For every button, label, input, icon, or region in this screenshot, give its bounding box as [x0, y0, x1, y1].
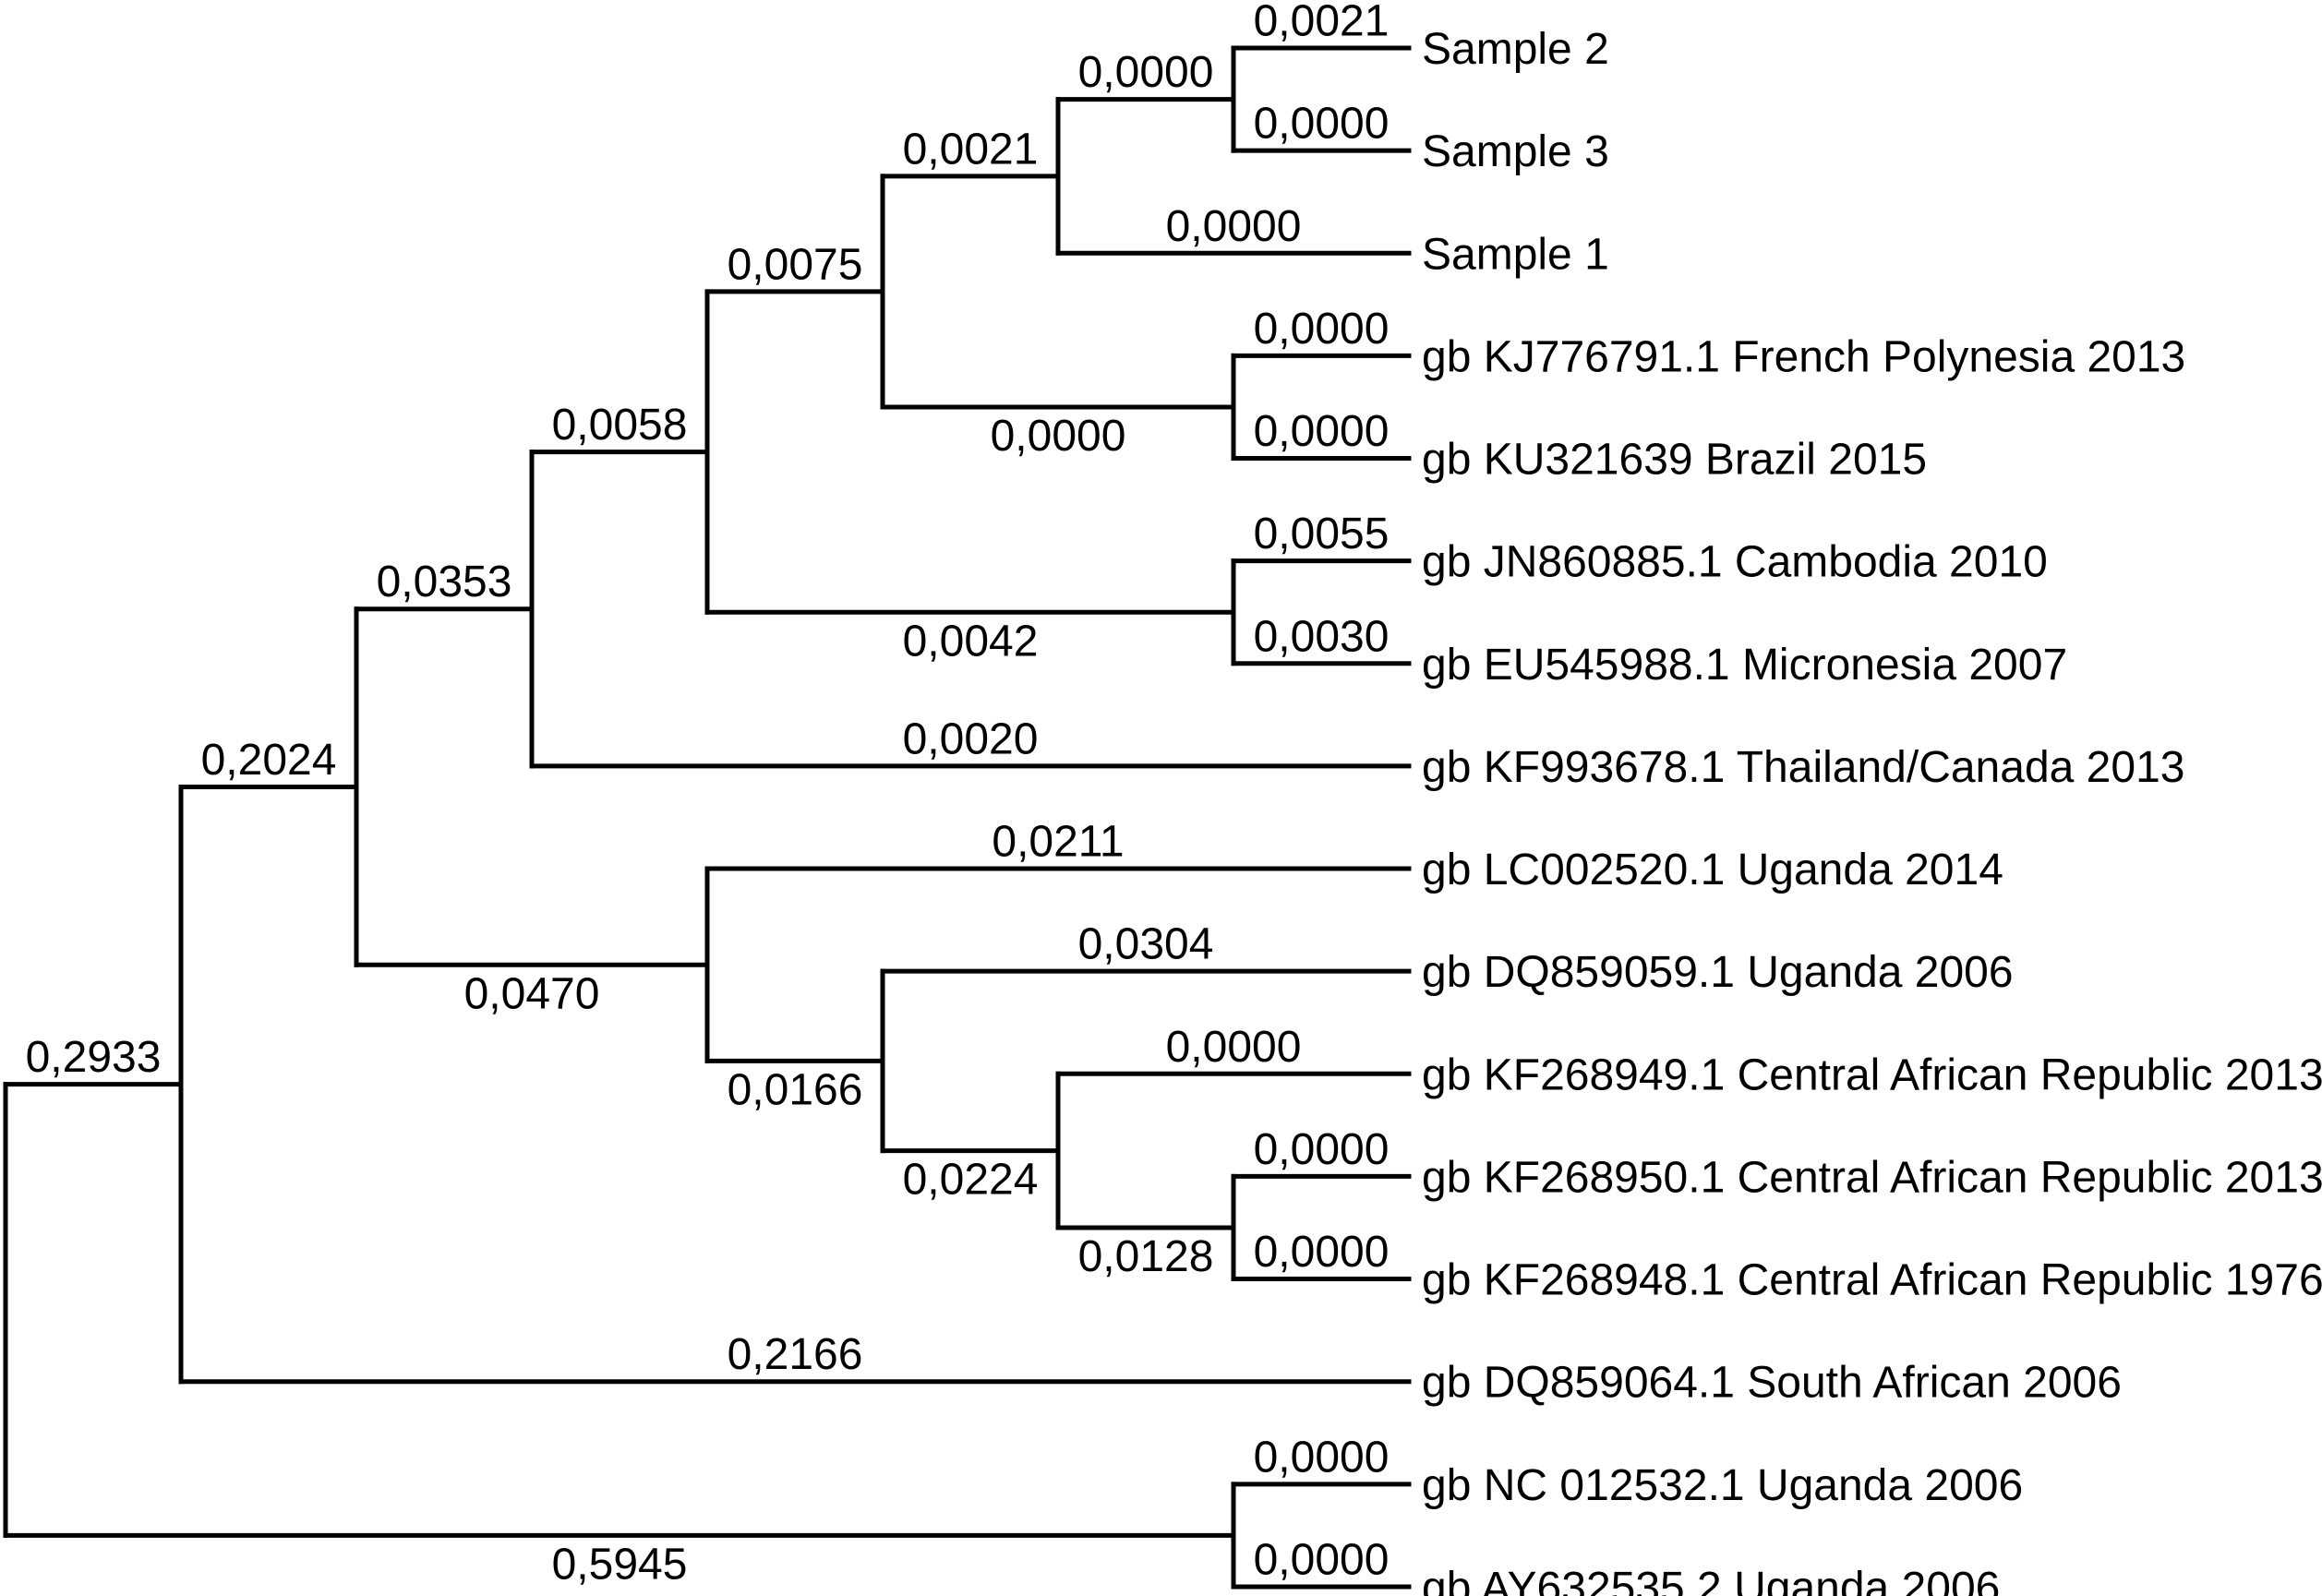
- branch-length-label: 0,0000: [1254, 1433, 1390, 1482]
- taxon-label: Sample 3: [1422, 127, 1609, 176]
- branch-length-label: 0,0000: [991, 412, 1126, 461]
- branch-length-label: 0,0000: [1254, 1535, 1390, 1584]
- taxon-label: Sample 1: [1422, 230, 1609, 279]
- branch-length-label: 0,2024: [201, 736, 337, 785]
- branch-length-label: 0,0000: [1254, 407, 1390, 456]
- branch-length-label: 0,0000: [1078, 48, 1214, 97]
- branch-length-label: 0,0000: [1254, 1125, 1390, 1174]
- taxon-label: gb DQ859059.1 Uganda 2006: [1422, 948, 2014, 997]
- branch-length-label: 0,0353: [377, 558, 512, 606]
- taxon-label: gb KF268950.1 Central African Republic 2…: [1422, 1153, 2322, 1202]
- taxon-label: gb KF268949.1 Central African Republic 2…: [1422, 1050, 2322, 1099]
- branch-length-label: 0,0000: [1166, 202, 1302, 251]
- branch-length-label: 0,2166: [728, 1330, 863, 1379]
- branch-length-label: 0,0211: [992, 818, 1124, 867]
- taxon-label: gb NC 012532.1 Uganda 2006: [1422, 1461, 2023, 1510]
- branch-length-label: 0,0020: [903, 714, 1039, 763]
- branch-length-label: 0,0021: [903, 125, 1039, 174]
- branch-length-label: 0,0021: [1254, 0, 1390, 46]
- branch-length-label: 0,0470: [464, 969, 600, 1018]
- taxon-label: gb EU545988.1 Micronesia 2007: [1422, 641, 2067, 690]
- branch-length-label: 0,2933: [26, 1033, 162, 1082]
- branch-length-label: 0,0055: [1254, 510, 1390, 558]
- branch-length-label: 0,0042: [903, 617, 1039, 666]
- branch-length-label: 0,0304: [1078, 920, 1214, 969]
- taxon-label: gb LC002520.1 Uganda 2014: [1422, 846, 2003, 894]
- branch-length-label: 0,0128: [1078, 1232, 1214, 1281]
- taxon-label: gb KU321639 Brazil 2015: [1422, 436, 1927, 485]
- branch-length-label: 0,5945: [552, 1540, 688, 1589]
- taxon-label: Sample 2: [1422, 25, 1609, 74]
- branch-length-label: 0,0030: [1254, 612, 1390, 661]
- branch-length-label: 0,0075: [728, 240, 863, 289]
- branch-length-label: 0,0058: [552, 401, 688, 450]
- taxon-label: gb DQ859064.1 South African 2006: [1422, 1359, 2122, 1408]
- taxon-label: gb KF268948.1 Central African Republic 1…: [1422, 1256, 2322, 1305]
- branch-length-label: 0,0000: [1254, 1228, 1390, 1277]
- taxon-label: gb KJ776791.1 French Polynesia 2013: [1422, 332, 2185, 381]
- branch-length-label: 0,0000: [1166, 1023, 1302, 1072]
- taxon-label: gb KF993678.1 Thailand/Canada 2013: [1422, 743, 2184, 792]
- branch-length-label: 0,0166: [728, 1066, 863, 1115]
- taxon-label: gb JN860885.1 Cambodia 2010: [1422, 538, 2048, 587]
- branch-length-label: 0,0000: [1254, 100, 1390, 149]
- branch-length-label: 0,0224: [903, 1156, 1039, 1205]
- branch-length-label: 0,0000: [1254, 305, 1390, 354]
- taxon-label: gb AY632535.2 Uganda 2006: [1422, 1564, 2000, 1596]
